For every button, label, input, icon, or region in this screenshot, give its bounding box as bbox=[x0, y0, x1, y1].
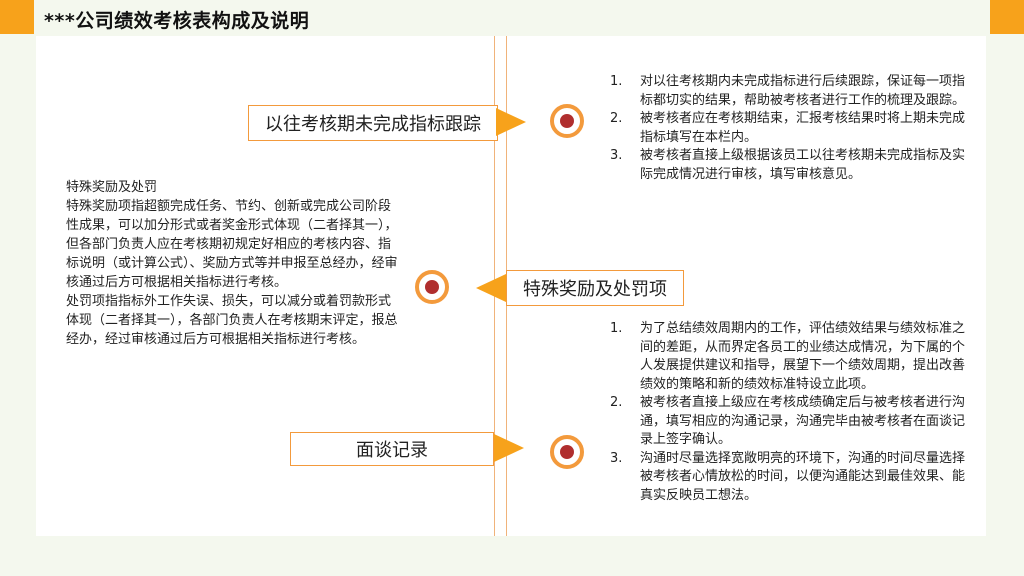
section3-list: 1. 为了总结绩效周期内的工作，评估绩效结果与绩效标准之间的差距，从而界定各员工的… bbox=[610, 320, 972, 505]
list-item: 1. 对以往考核期内未完成指标进行后续跟踪，保证每一项指标都切实的结果，帮助被考核… bbox=[610, 73, 970, 110]
section2-description: 特殊奖励及处罚 特殊奖励项指超额完成任务、节约、创新或完成公司阶段性成果，可以加… bbox=[66, 178, 400, 349]
list-item-number: 3. bbox=[610, 450, 623, 466]
list-item-number: 2. bbox=[610, 395, 623, 410]
section1-list: 1. 对以往考核期内未完成指标进行后续跟踪，保证每一项指标都切实的结果，帮助被考核… bbox=[610, 73, 970, 184]
node-dot-icon bbox=[560, 114, 574, 128]
list-item-text: 对以往考核期内未完成指标进行后续跟踪，保证每一项指标都切实的结果，帮助被考核者进… bbox=[640, 74, 966, 108]
section2-heading: 特殊奖励及处罚 bbox=[66, 180, 158, 195]
list-item-number: 2. bbox=[610, 111, 623, 126]
node-dot-icon bbox=[425, 280, 439, 294]
list-item: 1. 为了总结绩效周期内的工作，评估绩效结果与绩效标准之间的差距，从而界定各员工的… bbox=[610, 320, 972, 394]
arrow-left-icon bbox=[476, 274, 506, 302]
list-item: 2. 被考核者直接上级应在考核成绩确定后与被考核者进行沟通，填写相应的沟通记录，沟… bbox=[610, 394, 972, 450]
page-title: ***公司绩效考核表构成及说明 bbox=[44, 10, 310, 32]
list-item: 2. 被考核者应在考核期结束，汇报考核结果时将上期未完成指标填写在本栏内。 bbox=[610, 110, 970, 147]
timeline-node-icon bbox=[550, 104, 584, 138]
timeline-node-icon bbox=[415, 270, 449, 304]
section2-para-penalty: 处罚项指指标外工作失误、损失，可以减分或着罚款形式体现（二者择其一），各部门负责… bbox=[66, 294, 398, 347]
section2-label-box: 特殊奖励及处罚项 bbox=[506, 270, 684, 306]
list-item-text: 被考核者应在考核期结束，汇报考核结果时将上期未完成指标填写在本栏内。 bbox=[640, 111, 966, 145]
node-dot-icon bbox=[560, 445, 574, 459]
list-item: 3. 沟通时尽量选择宽敞明亮的环境下，沟通的时间尽量选择被考核者心情放松的时间，以… bbox=[610, 450, 972, 506]
list-item-text: 被考核者直接上级应在考核成绩确定后与被考核者进行沟通，填写相应的沟通记录，沟通完… bbox=[640, 395, 966, 447]
list-item-text: 被考核者直接上级根据该员工以往考核期未完成指标及实际完成情况进行审核，填写审核意… bbox=[640, 148, 966, 182]
list-item-text: 为了总结绩效周期内的工作，评估绩效结果与绩效标准之间的差距，从而界定各员工的业绩… bbox=[640, 321, 966, 392]
arrow-right-icon bbox=[496, 108, 526, 136]
timeline-node-icon bbox=[550, 435, 584, 469]
list-item-number: 1. bbox=[610, 321, 623, 336]
list-item: 3. 被考核者直接上级根据该员工以往考核期未完成指标及实际完成情况进行审核，填写审… bbox=[610, 147, 970, 184]
list-item-text: 沟通时尽量选择宽敞明亮的环境下，沟通的时间尽量选择被考核者心情放松的时间，以便沟… bbox=[640, 450, 966, 503]
section3-label-box: 面谈记录 bbox=[290, 432, 494, 466]
corner-accent-left bbox=[0, 0, 34, 34]
section1-label-box: 以往考核期未完成指标跟踪 bbox=[248, 105, 498, 141]
corner-accent-right bbox=[990, 0, 1024, 34]
section2-para-reward: 特殊奖励项指超额完成任务、节约、创新或完成公司阶段性成果，可以加分形式或者奖金形… bbox=[66, 199, 398, 290]
arrow-right-icon bbox=[494, 434, 524, 462]
list-item-number: 3. bbox=[610, 148, 623, 163]
list-item-number: 1. bbox=[610, 74, 623, 89]
